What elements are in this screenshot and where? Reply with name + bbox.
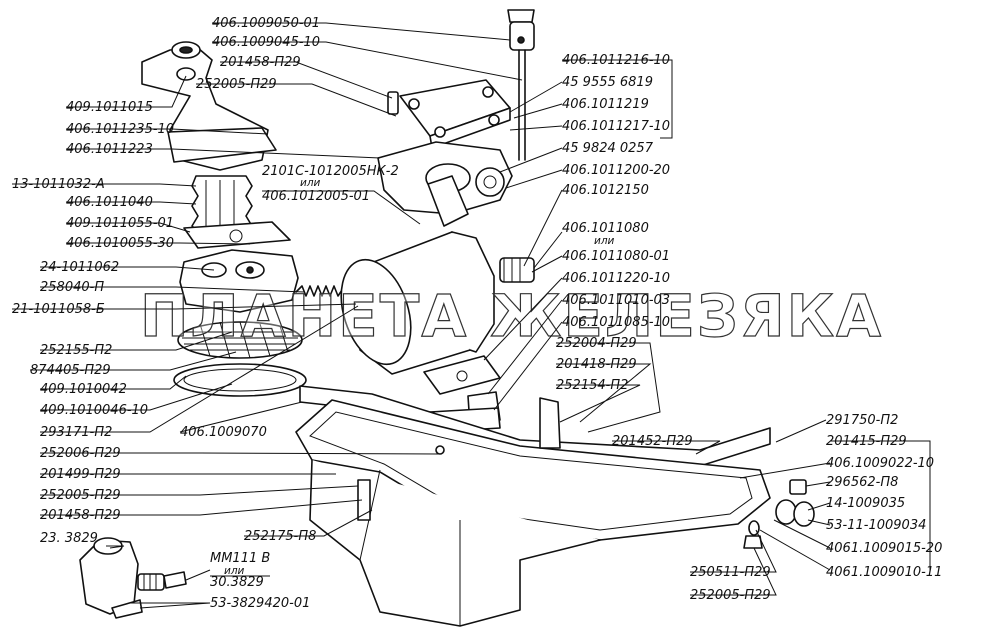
part-label: 53-11-1009034 <box>826 518 926 533</box>
part-label: 406.1011223 <box>66 142 153 157</box>
part-label: 406.1010055-30 <box>66 236 174 251</box>
watermark-text: ПЛАНЕТА ЖЕЛЕЗЯКА <box>140 282 883 350</box>
part-label: 53-3829420-01 <box>210 596 310 611</box>
filter-mount-gasket <box>423 355 501 395</box>
part-label: 874405-П29 <box>30 363 111 378</box>
part-label: 14-1009035 <box>826 496 905 511</box>
part-label: 406.1009050-01 <box>212 16 320 31</box>
oil-strainer-screen <box>173 321 307 397</box>
part-label: 252005-П29 <box>690 588 771 603</box>
part-label: 406.1012005-01 <box>262 189 370 204</box>
part-label: 250511-П29 <box>690 565 771 580</box>
part-label: 252154-П2 <box>556 378 628 393</box>
part-label: 406.1011080-01 <box>562 249 670 264</box>
part-label: 293171-П2 <box>40 425 112 440</box>
part-label: 23. 3829 <box>40 531 98 546</box>
part-label: 4061.1009010-11 <box>826 565 942 580</box>
part-label: 291750-П2 <box>826 413 898 428</box>
part-label: 252004-П29 <box>556 336 637 351</box>
top-cover-plate <box>387 79 511 149</box>
part-label: 406.1011200-20 <box>562 163 670 178</box>
part-label: 406.1011085-10 <box>562 315 670 330</box>
part-label: 406.1011217-10 <box>562 119 670 134</box>
part-label: 252006-П29 <box>40 446 121 461</box>
part-label: 406.1009022-10 <box>826 456 934 471</box>
part-label-or: или <box>300 177 321 189</box>
part-label: 406.1011040 <box>66 195 153 210</box>
part-label: 2101С-1012005НК-2 <box>262 164 399 179</box>
part-label-or: или <box>224 565 245 577</box>
leader-lines <box>12 22 931 609</box>
oil-pump-cover-bracket <box>141 41 277 171</box>
pump-body <box>179 249 299 313</box>
part-label: 13-1011032-А <box>12 177 105 192</box>
part-label: 24-1011062 <box>40 260 119 275</box>
part-label: 201452-П29 <box>612 434 693 449</box>
part-label: 201458-П29 <box>40 508 121 523</box>
part-label-or: или <box>594 235 615 247</box>
part-label: 406.1011220-10 <box>562 271 670 286</box>
oil-pressure-sensor <box>79 537 187 619</box>
part-label: 406.1011235-10 <box>66 122 174 137</box>
part-label: 30.3829 <box>210 575 264 590</box>
part-label: 406.1011080 <box>562 221 649 236</box>
part-label: 409.1011055-01 <box>66 216 174 231</box>
part-label: 406.1011219 <box>562 97 649 112</box>
part-label: 406.1011216-10 <box>562 53 670 68</box>
part-label: 252175-П8 <box>244 529 316 544</box>
part-label: 406.1009070 <box>180 425 267 440</box>
part-label: 409.1010046-10 <box>40 403 148 418</box>
part-label: 201418-П29 <box>556 357 637 372</box>
part-label: 258040-П <box>40 280 104 295</box>
part-label: 201415-П29 <box>826 434 907 449</box>
part-label: 252155-П2 <box>40 343 112 358</box>
dipstick-assembly <box>507 9 535 161</box>
part-label: 406.1012150 <box>562 183 649 198</box>
pump-gasket <box>183 221 291 249</box>
part-label: 201458-П29 <box>220 55 301 70</box>
part-label: 409.1011015 <box>66 100 153 115</box>
part-label: 252005-П29 <box>40 488 121 503</box>
oil-pan <box>295 397 771 627</box>
part-label: 409.1010042 <box>40 382 127 397</box>
part-label: 296562-П8 <box>826 475 898 490</box>
part-label: 406.1011010-03 <box>562 293 670 308</box>
drive-housing <box>377 141 513 227</box>
part-label: 45 9555 6819 <box>562 75 653 90</box>
labels-center: 2101С-1012005НК-2 или 406.1012005-01 <box>262 164 399 204</box>
part-label: 252005-П29 <box>196 77 277 92</box>
part-label: 45 9824 0257 <box>562 141 654 156</box>
part-label: 406.1009045-10 <box>212 35 320 50</box>
part-label: 201499-П29 <box>40 467 121 482</box>
part-label: 21-1011058-Б <box>12 302 105 317</box>
part-label: 4061.1009015-20 <box>826 541 942 556</box>
labels-left: 406.1009050-01 406.1009045-10 201458-П29… <box>12 16 320 611</box>
oil-filter-cartridge <box>340 231 535 375</box>
labels-right: 406.1011216-10 45 9555 6819 406.1011219 … <box>556 53 942 603</box>
part-label: ММ111 В <box>210 551 270 566</box>
